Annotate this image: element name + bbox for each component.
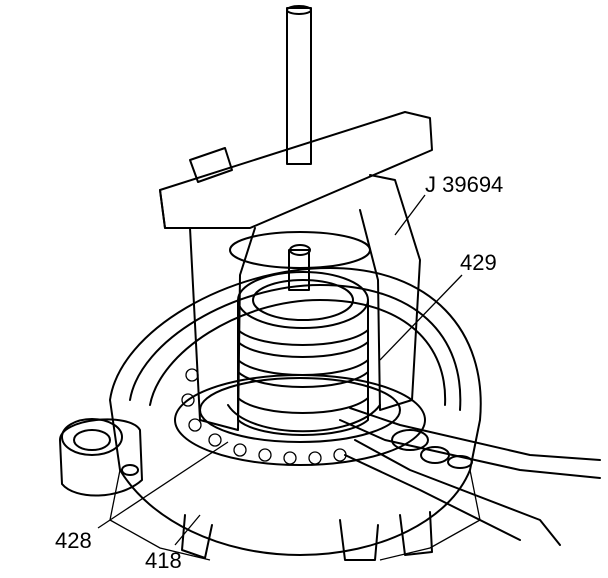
- leader-j39694: [394, 194, 426, 236]
- leader-428: [97, 441, 229, 529]
- inner-hub: [227, 271, 381, 436]
- leader-lines: [97, 194, 463, 546]
- callout-429: 429: [460, 250, 497, 275]
- snap-ring-pliers: [339, 407, 601, 546]
- callout-j39694: J 39694: [425, 172, 503, 197]
- leader-418: [174, 514, 201, 546]
- case-port-boss: [59, 418, 143, 497]
- puller-tool: [159, 111, 433, 431]
- leader-429: [379, 274, 463, 361]
- callout-428: 428: [55, 528, 92, 553]
- transmission-case: [109, 267, 482, 561]
- threaded-rod: [286, 5, 312, 291]
- bearing-rollers: [174, 368, 426, 466]
- callout-418: 418: [145, 548, 182, 573]
